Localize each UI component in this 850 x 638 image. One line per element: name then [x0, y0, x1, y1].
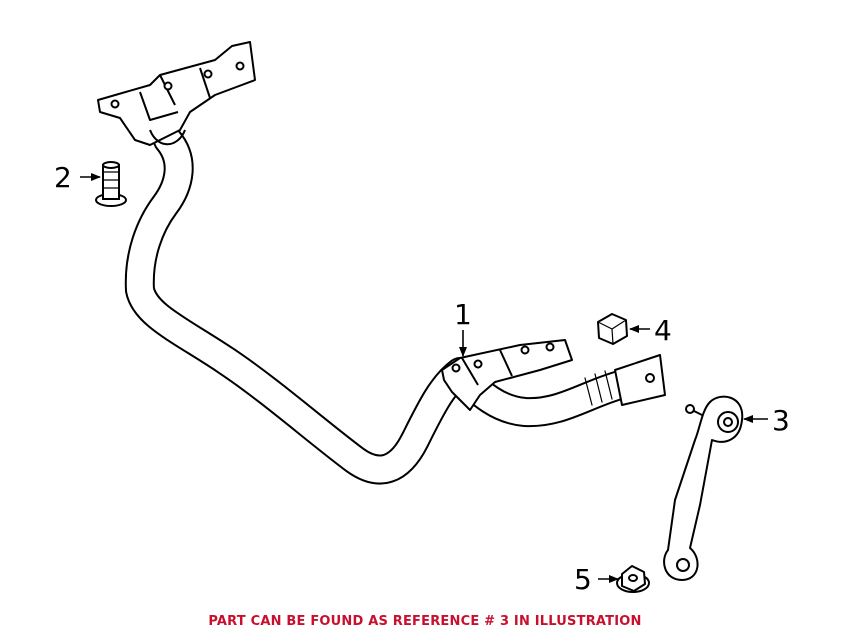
callout-2: 2 — [54, 161, 72, 194]
flange-nut — [616, 565, 650, 593]
hex-nut — [597, 313, 628, 345]
callout-3: 3 — [772, 404, 790, 437]
callout-arrows — [80, 173, 768, 583]
lower-bushing-bracket — [441, 339, 573, 411]
reference-note: PART CAN BE FOUND AS REFERENCE # 3 IN IL… — [208, 614, 642, 629]
stabilizer-bar — [124, 125, 666, 485]
stabilizer-link — [663, 395, 744, 581]
upper-bushing-bracket — [97, 41, 256, 146]
callout-1: 1 — [454, 298, 472, 331]
bolt — [95, 161, 127, 207]
callout-5: 5 — [574, 563, 592, 596]
callout-4: 4 — [654, 314, 672, 347]
